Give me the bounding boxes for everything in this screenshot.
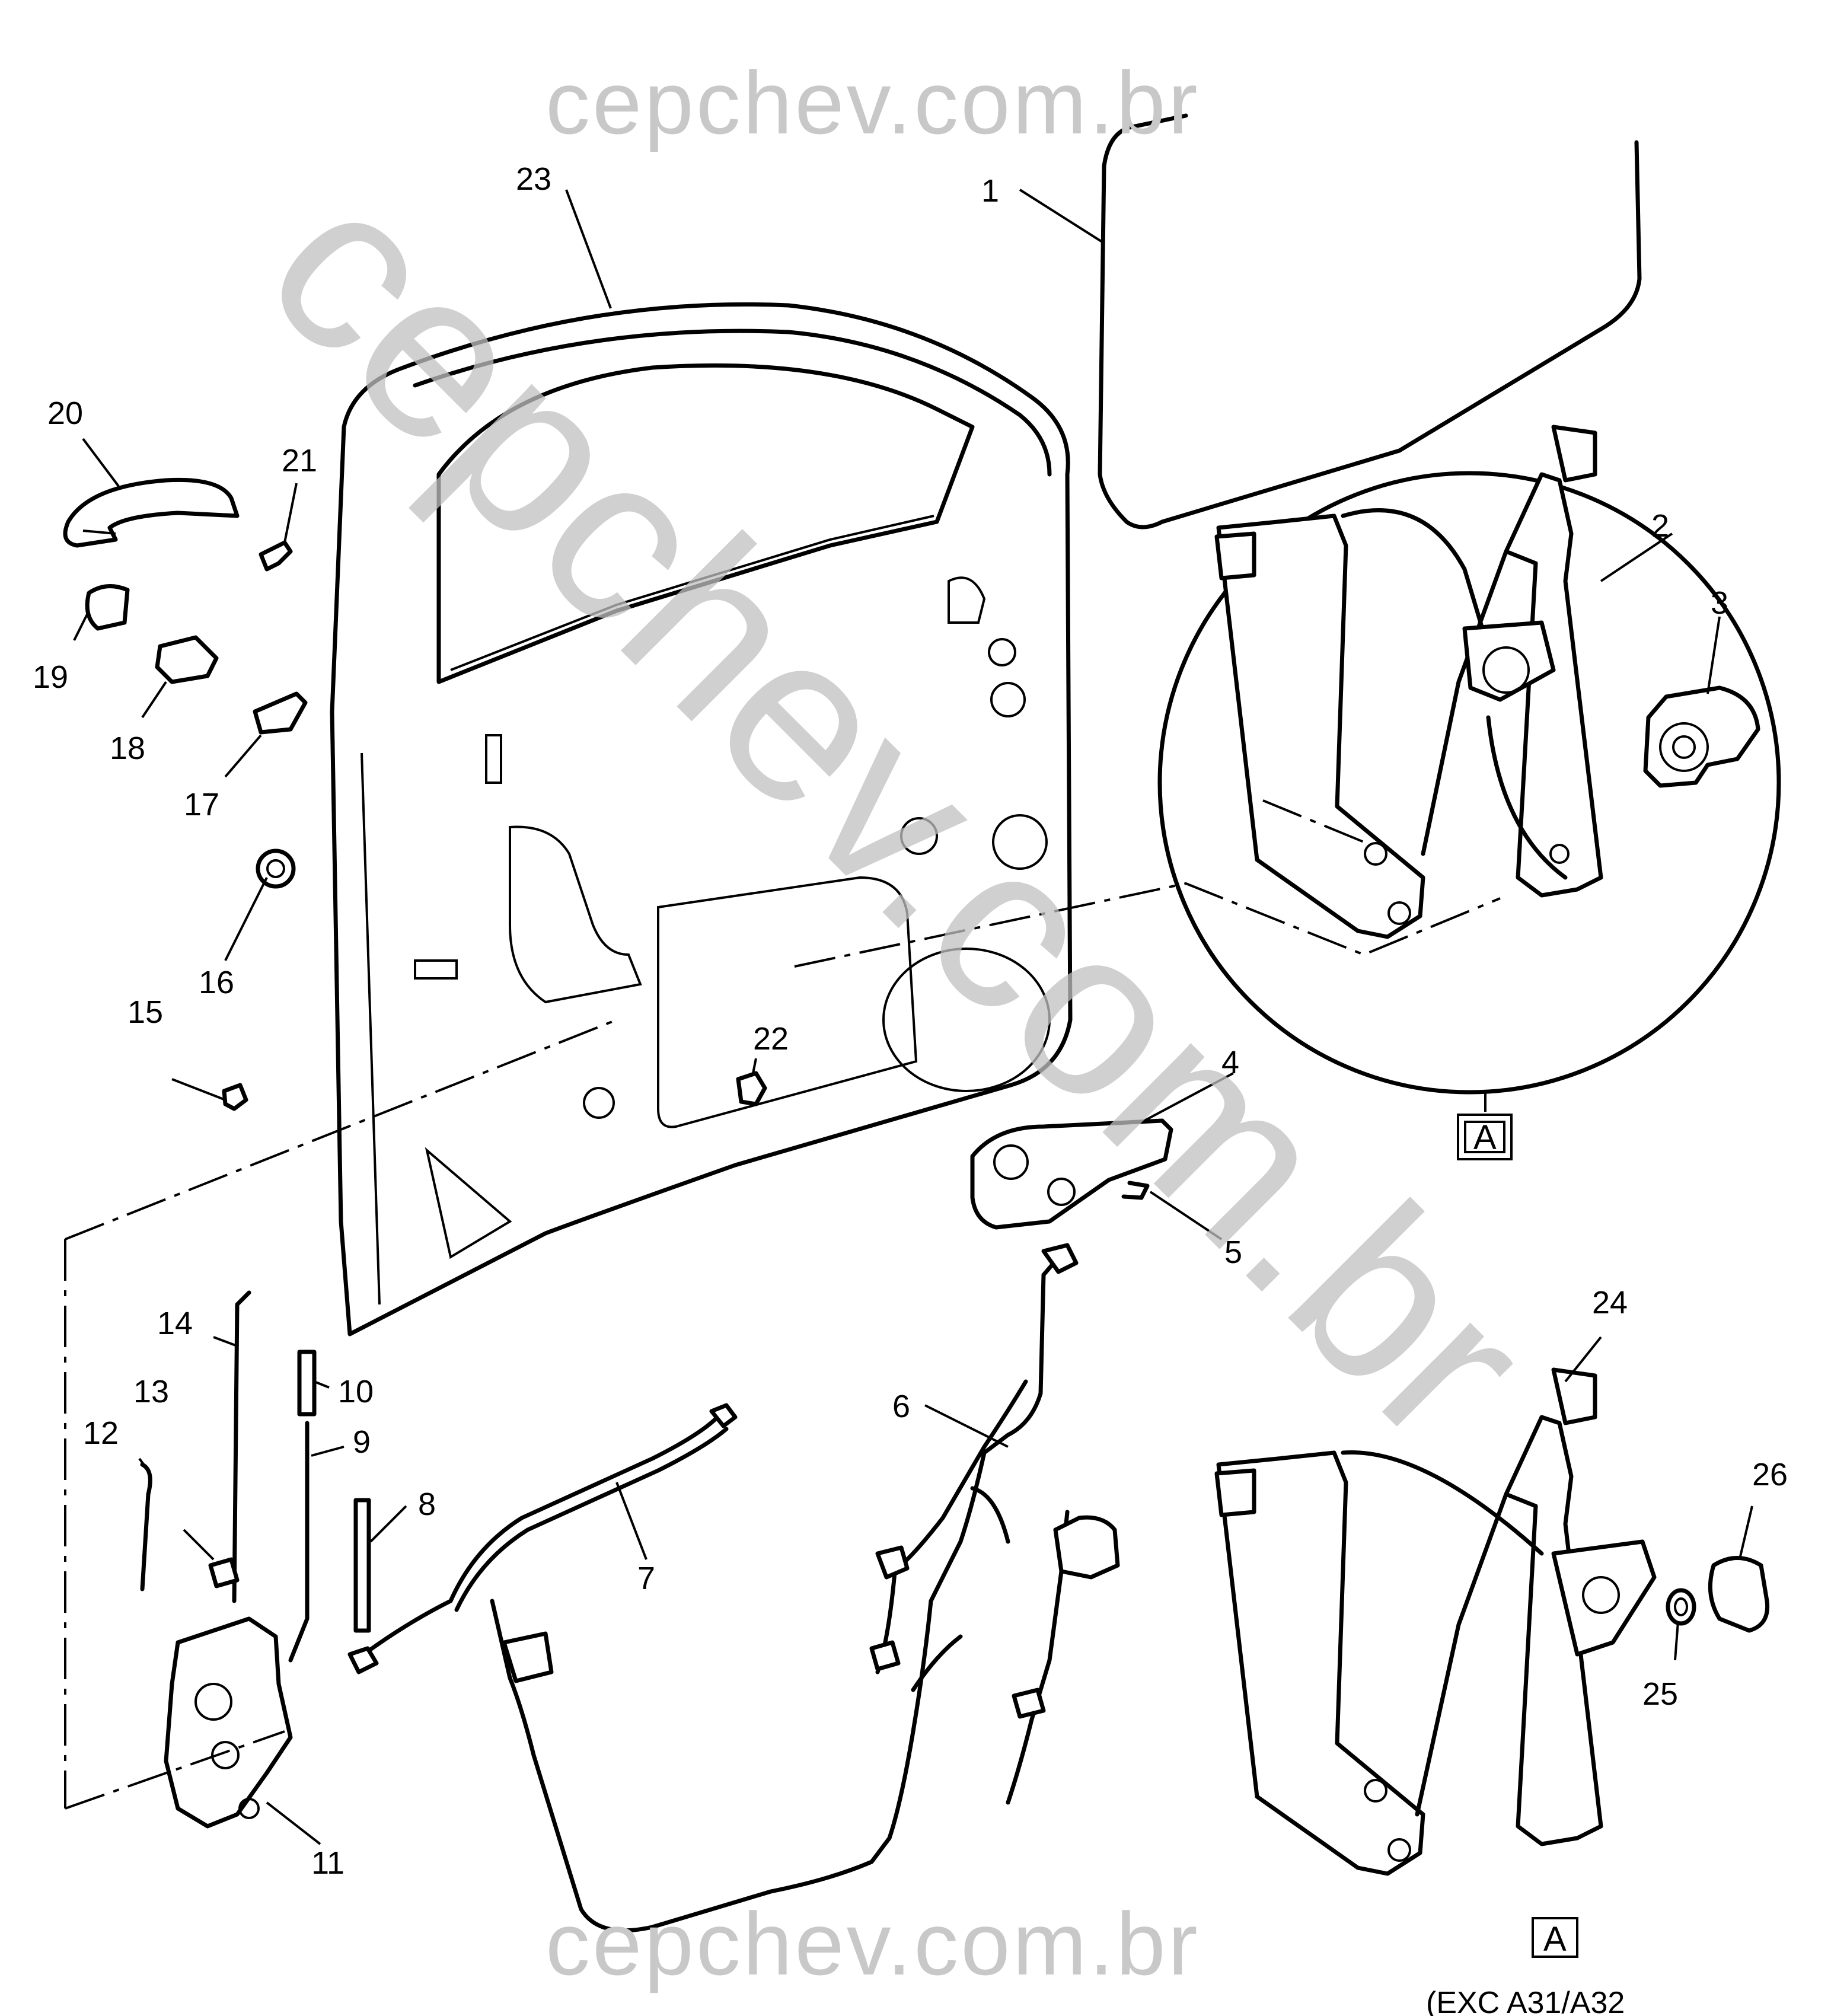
callout-9: 9: [353, 1424, 371, 1460]
callout-25: 25: [1642, 1676, 1678, 1712]
callout-21: 21: [282, 443, 317, 479]
callout-20: 20: [47, 395, 83, 431]
rod-12: [140, 1462, 152, 1591]
handle-bracket: [259, 540, 293, 572]
callout-24: 24: [1592, 1285, 1628, 1320]
regulator-detail: [1214, 425, 1603, 939]
washer: [1666, 1588, 1696, 1626]
rod-clip: [208, 1557, 240, 1588]
callout-5: 5: [1224, 1235, 1242, 1270]
detail-ref-box-lower: [1532, 1917, 1578, 1958]
watermark-top: cepchev.com.br: [546, 53, 1200, 152]
outside-handle: [63, 477, 240, 548]
wiring-harness: [490, 1243, 1120, 1933]
door-frame: [330, 302, 1073, 1336]
lock-cylinder: [155, 635, 219, 684]
callout-6: 6: [892, 1389, 910, 1424]
variant-note: (EXC A31/A32: [1426, 1986, 1625, 2016]
window-crank: [1708, 1556, 1770, 1633]
callout-13: 13: [133, 1374, 169, 1409]
inside-handle: [970, 1118, 1173, 1230]
callout-14: 14: [157, 1306, 193, 1341]
callout-3: 3: [1711, 585, 1728, 621]
grommet: [256, 848, 296, 889]
manual-regulator: [1214, 1367, 1657, 1876]
detail-ref-label-lower: A: [1543, 1920, 1567, 1958]
regulator-motor: [1643, 685, 1760, 788]
rod-10: [297, 1350, 317, 1417]
callout-18: 18: [110, 731, 145, 766]
callout-11: 11: [311, 1845, 344, 1881]
callout-12: 12: [83, 1415, 119, 1451]
callout-8: 8: [418, 1487, 436, 1522]
lock-cable: [347, 1403, 738, 1674]
callout-10: 10: [338, 1374, 374, 1409]
door-latch: [164, 1616, 293, 1829]
callout-2: 2: [1651, 508, 1669, 544]
window-glass: [1098, 113, 1642, 529]
callout-17: 17: [184, 787, 219, 822]
callout-26: 26: [1752, 1457, 1788, 1492]
rod-8: [353, 1498, 371, 1633]
nut: [736, 1071, 767, 1106]
callout-23: 23: [516, 161, 551, 197]
detail-ref-label-upper: A: [1473, 1118, 1497, 1157]
rod-14: [232, 1290, 251, 1603]
callout-16: 16: [199, 965, 234, 1000]
cylinder-bracket: [253, 691, 308, 735]
detail-circle: [1157, 471, 1781, 1095]
screw: [222, 1083, 248, 1111]
callout-7: 7: [637, 1561, 655, 1596]
callout-4: 4: [1221, 1045, 1239, 1080]
handle-clip: [1121, 1181, 1150, 1200]
callout-1: 1: [981, 173, 999, 209]
callout-15: 15: [127, 994, 163, 1030]
rod-9: [288, 1421, 310, 1663]
cylinder-cap: [85, 584, 130, 631]
callout-22: 22: [753, 1021, 789, 1057]
callout-19: 19: [33, 659, 68, 695]
detail-ref-box-upper: [1457, 1114, 1513, 1160]
watermark-bottom: cepchev.com.br: [546, 1894, 1200, 1993]
